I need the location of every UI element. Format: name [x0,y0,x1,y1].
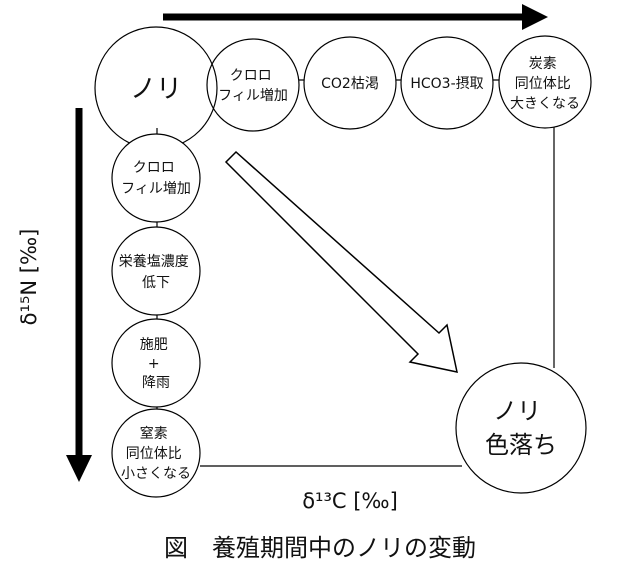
svg-text:クロロ フィル増加: クロロ フィル増加 [218,68,288,104]
figure-caption: 図 養殖期間中のノリの変動 [164,534,476,562]
y-axis-label: δ¹⁵N [‰] [17,229,41,326]
top-circle-chlorophyll: クロロ フィル増加 [206,38,300,132]
svg-text:ノリ: ノリ [130,75,182,105]
svg-text:CO2枯渇: CO2枯渇 [321,76,379,92]
top-axis-arrow [163,4,548,30]
svg-text:栄養塩濃度 低下: 栄養塩濃度 低下 [119,253,193,291]
svg-text:炭素 同位体比 大きくなる: 炭素 同位体比 大きくなる [510,56,580,112]
left-axis-arrow [66,108,92,482]
svg-text:HCO3-摂取: HCO3-摂取 [410,76,483,92]
nori-fade-circle: ノリ 色落ち [455,362,587,494]
left-circle-chlorophyll: クロロ フィル増加 [111,133,201,223]
left-circle-nutrient-decrease: 栄養塩濃度 低下 [111,226,201,316]
top-circle-co2-depletion: CO2枯渇 [303,36,397,130]
left-circle-nitrogen-ratio-decrease: 窒素 同位体比 小さくなる [111,408,201,498]
top-circle-carbon-ratio-increase: 炭素 同位体比 大きくなる [498,35,592,129]
svg-text:クロロ フィル増加: クロロ フィル増加 [121,160,191,197]
top-circle-hco3-uptake: HCO3-摂取 [400,36,494,130]
nori-circle: ノリ [94,26,218,150]
svg-text:窒素 同位体比 小さくなる: 窒素 同位体比 小さくなる [121,425,191,482]
svg-text:ノリ 色落ち: ノリ 色落ち [485,397,557,459]
x-axis-label: δ¹³C [‰] [302,489,398,513]
left-circle-fertilizing-rain: 施肥 + 降雨 [111,318,201,408]
svg-text:施肥 + 降雨: 施肥 + 降雨 [140,337,172,391]
diagonal-hollow-arrow [224,150,458,373]
